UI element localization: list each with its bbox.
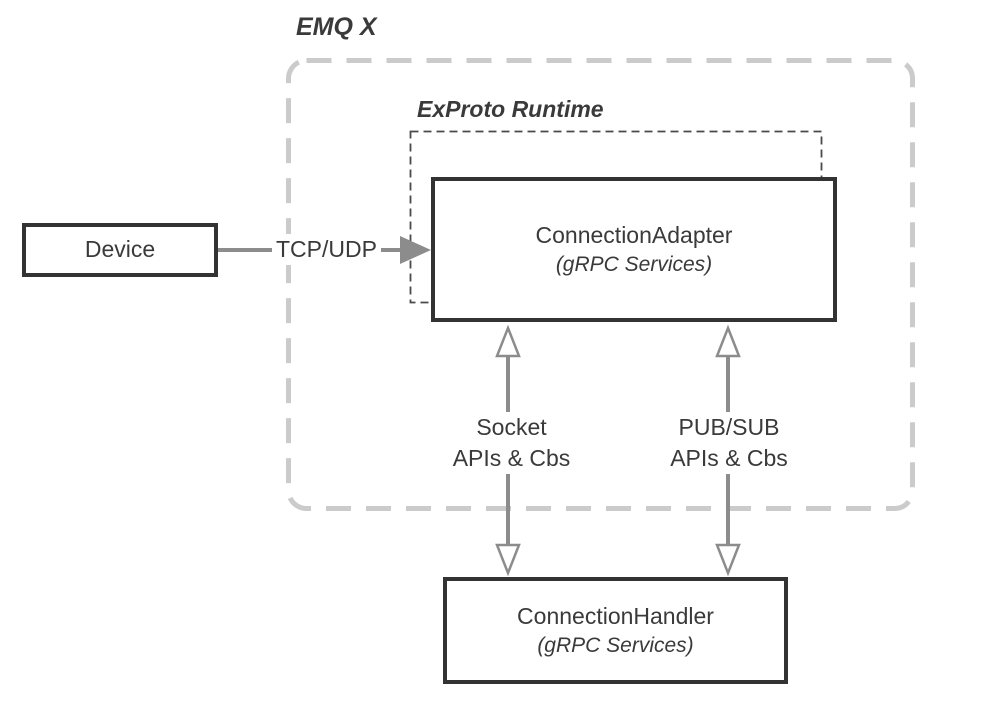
exproto-runtime-group-label: ExProto Runtime bbox=[417, 96, 604, 122]
connection-handler-node: ConnectionHandler (gRPC Services) bbox=[443, 577, 788, 684]
edge-label-pubsub-line2: APIs & Cbs bbox=[670, 445, 788, 471]
device-node-label: Device bbox=[84, 236, 156, 263]
connection-adapter-node: ConnectionAdapter (gRPC Services) bbox=[431, 177, 837, 322]
connection-adapter-title: ConnectionAdapter bbox=[535, 221, 733, 248]
edge-label-pubsub-line1: PUB/SUB bbox=[678, 414, 780, 440]
connection-handler-subtitle: (gRPC Services) bbox=[537, 633, 694, 657]
connection-handler-title: ConnectionHandler bbox=[517, 602, 714, 629]
edge-label-pubsub: PUB/SUB APIs & Cbs bbox=[656, 412, 802, 474]
edge-label-socket-line2: APIs & Cbs bbox=[452, 445, 571, 471]
device-node: Device bbox=[22, 223, 218, 277]
emqx-group-border bbox=[286, 58, 915, 511]
edge-label-socket-line1: Socket bbox=[476, 414, 547, 440]
edge-label-tcp-udp: TCP/UDP bbox=[272, 234, 381, 265]
connection-adapter-subtitle: (gRPC Services) bbox=[555, 252, 713, 276]
edge-label-socket: Socket APIs & Cbs bbox=[434, 412, 589, 474]
emqx-group-label: EMQ X bbox=[296, 13, 377, 41]
